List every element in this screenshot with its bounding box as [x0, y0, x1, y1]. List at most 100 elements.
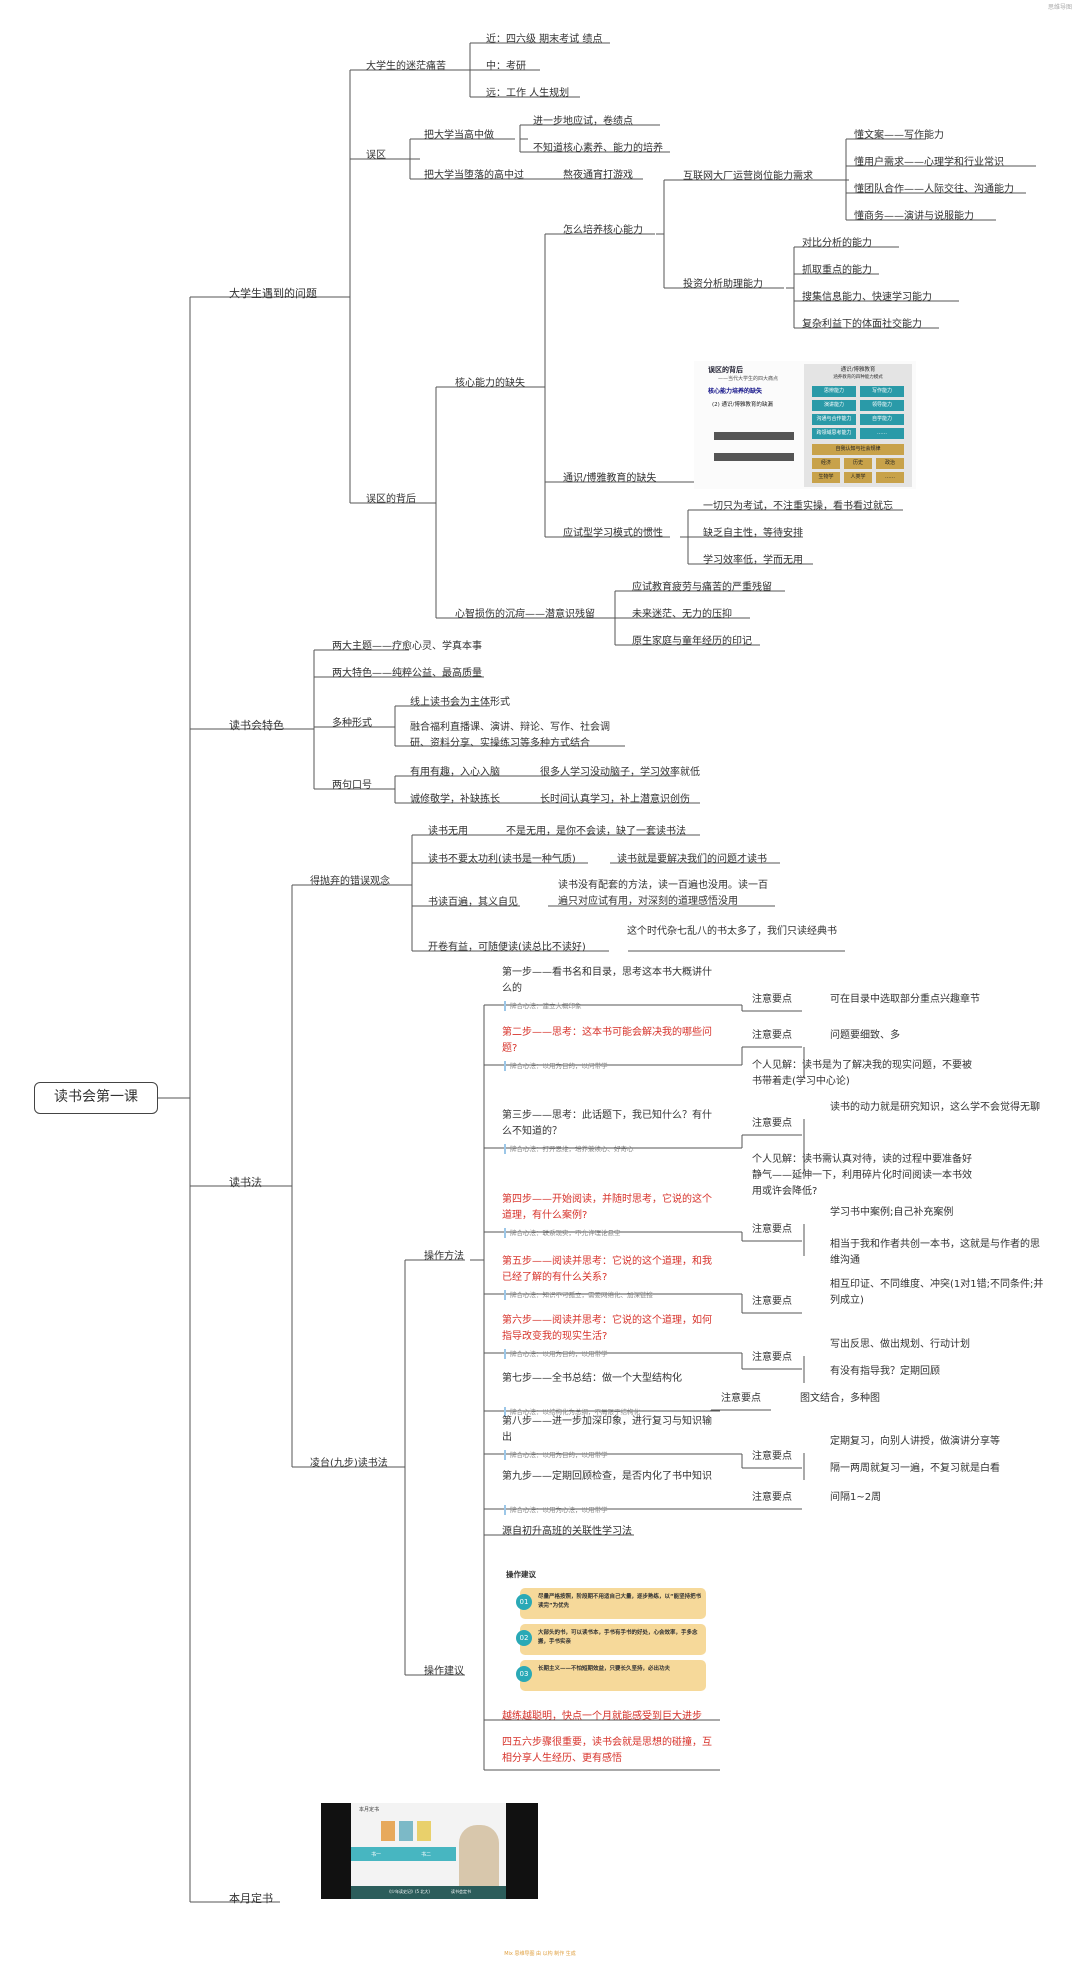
step-6-note-2[interactable]: 有没有指导我？定期回顾: [830, 1366, 940, 1377]
node-internet-ops[interactable]: 互联网大厂运营岗位能力需求: [683, 171, 813, 182]
node-slogans[interactable]: 两句口号: [332, 780, 372, 791]
step-3-note-label[interactable]: 注意要点: [752, 1118, 792, 1129]
leaf-user-needs[interactable]: 懂用户需求——心理学和行业常识: [854, 157, 1004, 168]
leaf-exam-only[interactable]: 一切只为考试，不注重实操，看书看过就忘: [703, 501, 893, 512]
slogan-2-note[interactable]: 长时间认真学习，补上潜意识创伤: [540, 794, 690, 805]
step-4-note-1[interactable]: 学习书中案例;自己补充案例: [830, 1207, 954, 1218]
step-2-note-1[interactable]: 问题要细致、多: [830, 1030, 900, 1041]
step-6-note-label[interactable]: 注意要点: [752, 1352, 792, 1363]
step-9-hint: 牌合心法：以用为心法，以用带学: [504, 1505, 608, 1515]
step-8-note-1[interactable]: 定期复习，向别人讲授，做演讲分享等: [830, 1436, 1000, 1447]
node-core-missing[interactable]: 核心能力的缺失: [455, 378, 525, 389]
step-6-note-1[interactable]: 写出反思、做出规划、行动计划: [830, 1339, 970, 1350]
wrong-4[interactable]: 开卷有益，可随便读(读总比不读好): [428, 942, 586, 953]
root-node[interactable]: 读书会第一课: [34, 1082, 158, 1114]
advice-red-1[interactable]: 越练越聪明，快点一个月就能感受到巨大进步: [502, 1711, 702, 1722]
leaf-teamwork[interactable]: 懂团队合作——人际交往、沟通能力: [854, 184, 1014, 195]
step-1[interactable]: 第一步——看书名和目录，思考这本书大概讲什么的: [502, 967, 712, 994]
leaf-core-literacy[interactable]: 不知道核心素养、能力的培养: [533, 143, 663, 154]
step-3[interactable]: 第三步——思考：此话题下，我已知什么？有什么不知道的？: [502, 1110, 712, 1137]
node-degenerate[interactable]: 把大学当堕落的高中过: [424, 170, 524, 181]
leaf-mid[interactable]: 中：考研: [486, 61, 526, 72]
node-operation[interactable]: 操作方法: [424, 1251, 464, 1262]
step-2[interactable]: 第二步——思考：这本书可能会解决我的哪些问题?: [502, 1027, 712, 1054]
leaf-far[interactable]: 远：工作 人生规划: [486, 88, 570, 99]
step-4-note-2[interactable]: 相当于我和作者共创一本书，这就是与作者的思维沟通: [830, 1239, 1040, 1266]
step-9-note-1[interactable]: 间隔1~2周: [830, 1492, 882, 1503]
caption-right: 读书会定书: [451, 1889, 471, 1894]
slogan-1-note[interactable]: 很多人学习没动脑子，学习效率就低: [540, 767, 700, 778]
leaf-focus[interactable]: 抓取重点的能力: [802, 265, 872, 276]
wrong-4-fix[interactable]: 这个时代杂七乱八的书太多了，我们只读经典书: [627, 926, 837, 937]
node-themes[interactable]: 两大主题——疗愈心灵、学真本事: [332, 641, 482, 652]
step-9-note-label[interactable]: 注意要点: [752, 1492, 792, 1503]
slide-subtitle: ——当代大学生的四大痛点: [718, 376, 779, 382]
node-traits[interactable]: 两大特色——纯粹公益、最高质量: [332, 668, 482, 679]
branch-features[interactable]: 读书会特色: [229, 719, 284, 732]
leaf-business[interactable]: 懂商务——演讲与说服能力: [854, 211, 974, 222]
node-how-cultivate[interactable]: 怎么培养核心能力: [563, 225, 643, 236]
step-2-note-2[interactable]: 个人见解：读书是为了解决我的现实问题，不要被书带着走(学习中心论): [752, 1060, 972, 1087]
step-3-note-2[interactable]: 个人见解：读书需认真对待，读的过程中要准备好静气——延伸一下，利用碎片化时间阅读…: [752, 1154, 972, 1197]
leaf-fatigue[interactable]: 应试教育疲劳与痛苦的严重残留: [632, 582, 772, 593]
step-8[interactable]: 第八步——进一步加深印象，进行复习与知识输出: [502, 1416, 712, 1443]
step-3-note-1[interactable]: 读书的动力就是研究知识，这么学不会觉得无聊: [830, 1102, 1040, 1113]
step-8-note-2[interactable]: 隔一两周就复习一遍，不复习就是白看: [830, 1463, 1000, 1474]
caption-left: 《少年读史记》(5 北大): [387, 1889, 430, 1894]
leaf-near[interactable]: 近：四六级 期末考试 绩点: [486, 34, 603, 45]
leaf-compare[interactable]: 对比分析的能力: [802, 238, 872, 249]
step-4-note-label[interactable]: 注意要点: [752, 1224, 792, 1235]
leaf-low-eff[interactable]: 学习效率低，学而无用: [703, 555, 803, 566]
node-advice[interactable]: 操作建议: [424, 1666, 464, 1677]
step-7-note-1[interactable]: 图文结合，多种图: [800, 1393, 880, 1404]
node-general-edu[interactable]: 通识/博雅教育的缺失: [563, 473, 657, 484]
step-5[interactable]: 第五步——阅读并思考：它说的这个道理，和我已经了解的有什么关系?: [502, 1256, 712, 1283]
leaf-passive[interactable]: 缺乏自主性，等待安排: [703, 528, 803, 539]
slogan-2[interactable]: 诚修敬学，补缺拣长: [410, 794, 500, 805]
leaf-search[interactable]: 搜集信息能力、快速学习能力: [802, 292, 932, 303]
step-7[interactable]: 第七步——全书总结：做一个大型结构化: [502, 1373, 682, 1384]
step-8-hint: 牌合心法：以用为目的，以用带学: [504, 1450, 608, 1460]
branch-problems[interactable]: 大学生遇到的问题: [229, 287, 317, 300]
node-invest[interactable]: 投资分析助理能力: [683, 279, 763, 290]
advice-red-2[interactable]: 四五六步骤很重要，读书会就是思想的碰撞，互相分享人生经历、更有感悟: [502, 1737, 712, 1764]
wrong-1-fix[interactable]: 不是无用，是你不会读，缺了一套读书法: [506, 826, 686, 837]
node-wrong-ideas[interactable]: 得抛弃的错误观念: [310, 876, 390, 887]
node-exam-mode[interactable]: 应试型学习模式的惯性: [563, 528, 663, 539]
step-2-note-label[interactable]: 注意要点: [752, 1030, 792, 1041]
leaf-social[interactable]: 复杂利益下的体面社交能力: [802, 319, 922, 330]
slogan-1[interactable]: 有用有趣，入心入脑: [410, 767, 500, 778]
step-6[interactable]: 第六步——阅读并思考：它说的这个道理，如何指导改变我的现实生活?: [502, 1315, 712, 1342]
leaf-gaming[interactable]: 熬夜通宵打游戏: [563, 170, 633, 181]
node-mental[interactable]: 心智损伤的沉疴——潜意识残留: [455, 609, 595, 620]
step-9[interactable]: 第九步——定期回顾检查，是否内化了书中知识: [502, 1471, 712, 1482]
leaf-family[interactable]: 原生家庭与童年经历的印记: [632, 636, 752, 647]
node-confusion[interactable]: 大学生的迷茫痛苦: [366, 61, 446, 72]
node-forms[interactable]: 多种形式: [332, 718, 372, 729]
leaf-copywriting[interactable]: 懂文案——写作能力: [854, 130, 944, 141]
step-5-note-1[interactable]: 相互印证、不同维度、冲突(1对1错;不同条件;并列成立): [830, 1279, 1044, 1306]
step-8-note-label[interactable]: 注意要点: [752, 1451, 792, 1462]
step-7-note-label[interactable]: 注意要点: [721, 1393, 761, 1404]
node-behind[interactable]: 误区的背后: [366, 494, 416, 505]
step-5-note-label[interactable]: 注意要点: [752, 1296, 792, 1307]
node-highschool[interactable]: 把大学当高中做: [424, 130, 494, 141]
wrong-1[interactable]: 读书无用: [428, 826, 468, 837]
step-1-note-1[interactable]: 可在目录中选取部分重点兴趣章节: [830, 994, 980, 1005]
leaf-online[interactable]: 线上读书会为主体形式: [410, 697, 510, 708]
step-4[interactable]: 第四步——开始阅读，并随时思考，它说的这个道理，有什么案例?: [502, 1194, 712, 1221]
step-1-note-label[interactable]: 注意要点: [752, 994, 792, 1005]
wrong-2-fix[interactable]: 读书就是要解决我们的问题才读书: [617, 854, 767, 865]
node-misunderstanding[interactable]: 误区: [366, 150, 386, 161]
wrong-3[interactable]: 书读百遍，其义自见: [428, 897, 518, 908]
leaf-mix[interactable]: 融合福利直播课、演讲、辩论、写作、社会调研、资料分享、实操练习等多种方式结合: [410, 722, 610, 749]
leaf-future[interactable]: 未来迷茫、无力的压抑: [632, 609, 732, 620]
branch-monthly-book[interactable]: 本月定书: [229, 1892, 273, 1905]
wrong-3-fix[interactable]: 读书没有配套的方法，读一百遍也没用。读一百遍只对应试有用，对深刻的道理感悟没用: [558, 880, 768, 907]
wrong-2[interactable]: 读书不要太功利(读书是一种气质): [428, 854, 576, 865]
node-ling-method[interactable]: 凌台(九步)读书法: [310, 1458, 388, 1469]
leaf-exam-grind[interactable]: 进一步地应试，卷绩点: [533, 116, 633, 127]
advice-source[interactable]: 源自初升高班的关联性学习法: [502, 1526, 632, 1537]
branch-method[interactable]: 读书法: [229, 1176, 262, 1189]
